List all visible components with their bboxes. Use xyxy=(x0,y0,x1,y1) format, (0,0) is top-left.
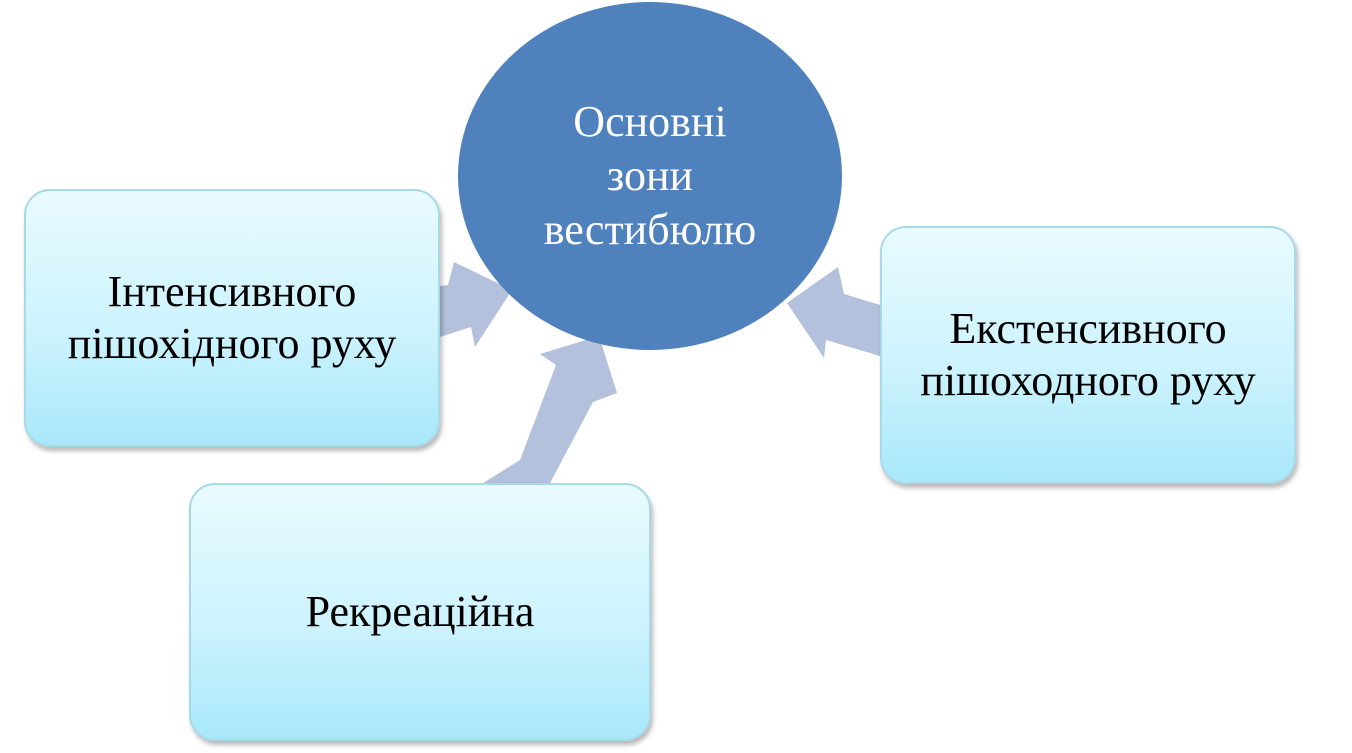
node-extensive-line-1: Екстенсивного xyxy=(949,304,1227,353)
node-recreational-line-1: Рекреаційна xyxy=(305,587,535,636)
node-intensive-label: Інтенсивного пішохідного руху xyxy=(68,266,396,370)
node-extensive-pedestrian: Екстенсивного пішоходного руху xyxy=(880,226,1296,484)
node-recreational-label: Рекреаційна xyxy=(306,586,535,638)
center-node-label: Основні зони вестибюлю xyxy=(544,95,756,257)
node-intensive-line-2: пішохідного руху xyxy=(67,319,397,368)
arrow-right xyxy=(787,267,880,358)
node-intensive-line-1: Інтенсивного xyxy=(107,267,357,316)
node-intensive-pedestrian: Інтенсивного пішохідного руху xyxy=(24,189,440,447)
arrow-left xyxy=(440,262,512,347)
arrow-bottom xyxy=(480,336,617,485)
node-extensive-line-2: пішоходного руху xyxy=(920,356,1256,405)
center-label-line-2: зони xyxy=(606,151,694,200)
center-label-line-1: Основні xyxy=(573,97,727,146)
center-node-main-zones: Основні зони вестибюлю xyxy=(458,2,842,350)
center-label-line-3: вестибюлю xyxy=(543,205,757,254)
node-recreational: Рекреаційна xyxy=(189,483,651,741)
node-extensive-label: Екстенсивного пішоходного руху xyxy=(920,303,1255,407)
